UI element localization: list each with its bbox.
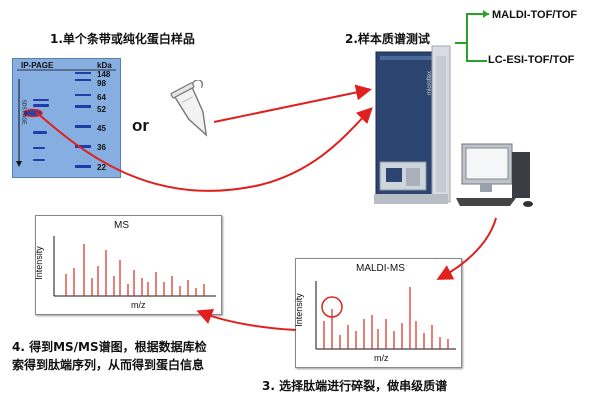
- maldi-xlabel: m/z: [374, 353, 389, 363]
- gel-lanes-graphic: [16, 69, 116, 168]
- gel-marker: 45: [97, 124, 106, 133]
- arrow-tube-to-instrument: [213, 84, 372, 123]
- step1-label: 1.单个条带或纯化蛋白样品: [50, 32, 195, 46]
- gel-unit: kDa: [97, 61, 112, 70]
- branch-connector: [455, 10, 489, 62]
- mass-spectrometer-illustration: [374, 45, 451, 204]
- branch-maldi-tof: MALDI-TOF/TOF: [492, 9, 578, 21]
- gel-marker: 36: [97, 143, 106, 152]
- maldi-spectrum-window: MALDI-MS Intensity m/z: [294, 258, 462, 368]
- gel-marker: 22: [97, 163, 106, 172]
- ms-spectrum-plot: [53, 236, 216, 297]
- maldi-spectrum-plot: [315, 281, 456, 350]
- gel-marker: 64: [97, 93, 106, 102]
- gel-marker: 148: [97, 70, 111, 79]
- gel-marker: 98: [97, 79, 106, 88]
- sds-page-gel: IP-PAGE kDa SDS PAGE 148 98 64 52 45 36 …: [12, 58, 121, 178]
- step3-label: 3. 选择肽端进行碎裂，做串级质谱: [262, 379, 448, 393]
- arrow-to-msms: [196, 309, 297, 331]
- or-label: or: [132, 116, 149, 135]
- branch-lc-esi-tof: LC-ESI-TOF/TOF: [488, 54, 575, 66]
- gel-title: IP-PAGE: [21, 61, 54, 70]
- step4-label-line1: 4. 得到MS/MS谱图，根据数据库检: [12, 340, 207, 354]
- arrow-to-maldi: [436, 217, 497, 280]
- ms-spectrum-title: MS: [114, 220, 129, 231]
- computer-illustration: [456, 143, 533, 207]
- maldi-spectrum-title: MALDI-MS: [356, 263, 405, 274]
- ms-spectrum-window: MS Intensity m/z: [34, 215, 222, 315]
- arrow-gel-to-instrument: [35, 107, 373, 192]
- ms-xlabel: m/z: [131, 300, 146, 310]
- step4-label-line2: 索得到肽端序列，从而得到蛋白信息: [12, 358, 205, 372]
- gel-marker: 52: [97, 105, 106, 114]
- step2-label: 2.样本质谱测试: [345, 32, 430, 46]
- sample-tube-icon: [170, 80, 208, 137]
